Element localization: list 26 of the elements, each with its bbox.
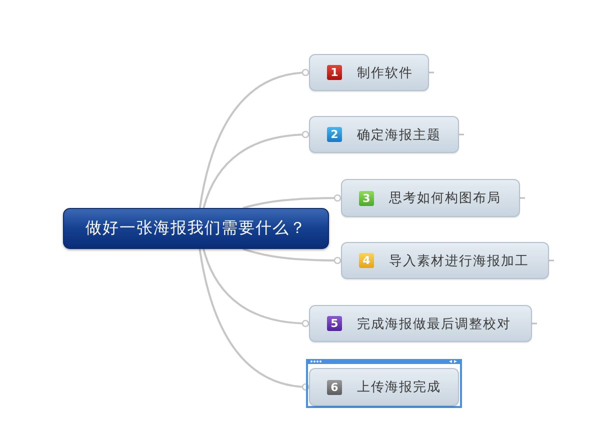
- number-badge: 2: [327, 127, 342, 142]
- branch-line: [242, 194, 342, 209]
- topic-box: [309, 368, 459, 406]
- branch-line: [198, 248, 310, 390]
- topic-box: [341, 242, 549, 279]
- branch-line: [242, 248, 342, 264]
- topic-label: 完成海报做最后调整校对: [357, 316, 511, 332]
- number-badge: 6: [327, 380, 342, 394]
- branch-line: [198, 69, 310, 208]
- number-badge: 4: [359, 253, 374, 268]
- topic-box: [341, 179, 520, 217]
- number-badge: 1: [327, 65, 342, 80]
- topic-label: 思考如何构图布局: [389, 190, 501, 207]
- topic-label: 上传海报完成: [357, 379, 441, 396]
- topic-box: [309, 305, 532, 342]
- topic-box: [309, 116, 459, 153]
- branch-line: [202, 130, 310, 208]
- central-topic: [63, 208, 329, 249]
- topic-label: 制作软件: [357, 64, 413, 82]
- central-topic-text: 做好一张海报我们需要什么？: [86, 218, 306, 239]
- number-badge: 5: [327, 316, 342, 331]
- topic-label: 确定海报主题: [357, 126, 441, 144]
- topic-box: [309, 54, 429, 91]
- branch-line: [202, 248, 310, 328]
- number-badge: 3: [359, 190, 374, 206]
- topic-label: 导入素材进行海报加工: [389, 252, 529, 270]
